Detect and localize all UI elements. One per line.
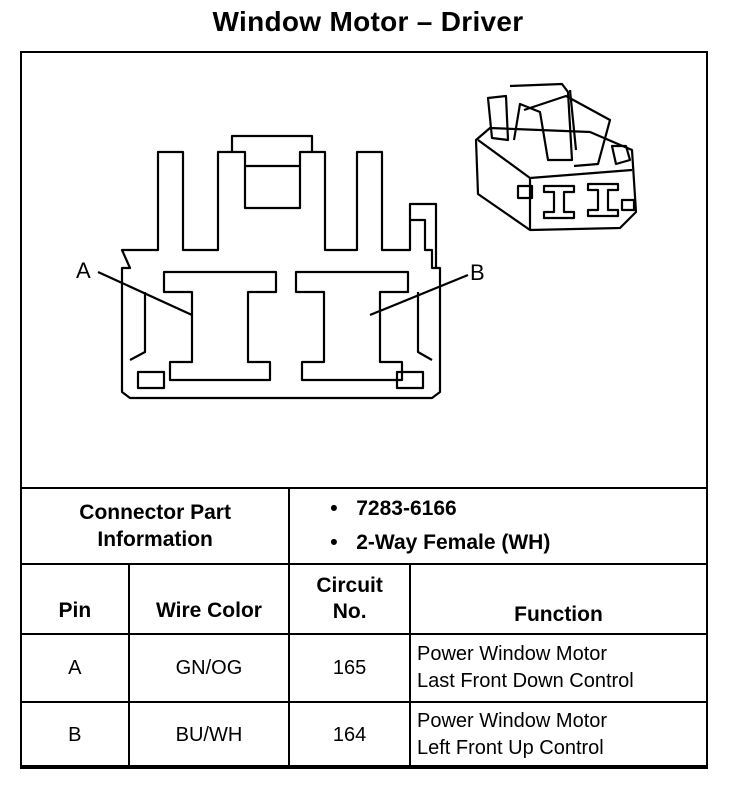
header-wire-color: Wire Color <box>127 563 291 635</box>
list-item: 2-Way Female (WH) <box>290 526 706 560</box>
wire-color-cell: BU/WH <box>127 701 291 769</box>
pin-cell: A <box>20 633 130 703</box>
table-row: A GN/OG 165 Power Window Motor Last Fron… <box>20 633 709 703</box>
function-cell: Power Window Motor Left Front Up Control <box>408 701 709 769</box>
leader-line-b <box>369 273 469 317</box>
connector-info-row: Connector Part Information 7283-6166 2-W… <box>19 487 708 565</box>
locator-slot-left <box>136 370 166 390</box>
circuit-cell: 164 <box>288 701 411 769</box>
circuit-cell: 165 <box>288 633 411 703</box>
table-header-row: Pin Wire Color Circuit No. Function <box>20 563 709 635</box>
cavity-a <box>162 270 278 382</box>
header-function: Function <box>408 563 709 635</box>
connector-info-list: 7283-6166 2-Way Female (WH) <box>288 487 708 565</box>
connector-iso-view <box>474 82 638 232</box>
pinout-table: Connector Part Information 7283-6166 2-W… <box>19 487 709 769</box>
wire-color-cell: GN/OG <box>127 633 291 703</box>
cavity-b <box>294 270 410 382</box>
connector-face-outline <box>120 134 442 400</box>
connector-info-heading: Connector Part Information <box>19 487 291 565</box>
header-circuit: Circuit No. <box>288 563 411 635</box>
locator-slot-right <box>395 370 425 390</box>
label-b: B <box>470 260 485 285</box>
connector-latch <box>232 150 438 268</box>
connector-inner-walls <box>129 292 433 361</box>
diagram-title: Window Motor – Driver <box>212 6 524 37</box>
table-row: B BU/WH 164 Power Window Motor Left Fron… <box>20 701 709 769</box>
pin-cell: B <box>20 701 130 769</box>
leader-line-a <box>97 270 193 317</box>
label-a: A <box>76 258 91 283</box>
list-item: 7283-6166 <box>290 492 706 526</box>
header-pin: Pin <box>20 563 130 635</box>
function-cell: Power Window Motor Last Front Down Contr… <box>408 633 709 703</box>
